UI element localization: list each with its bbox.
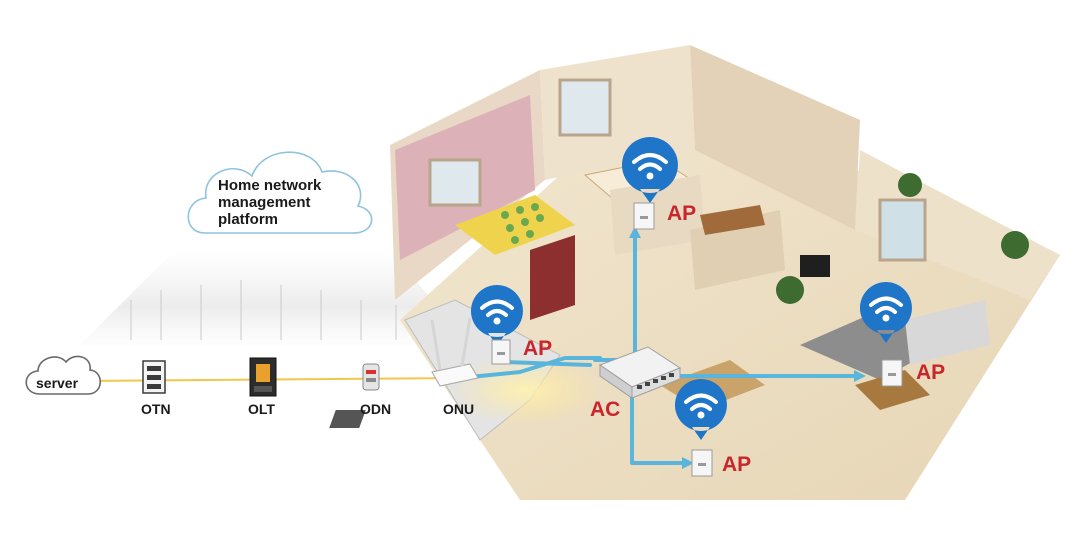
ap-panel-icon [691,449,713,477]
wifi-pin-icon [859,282,912,343]
cloud-icon [187,151,373,234]
otn-icon [142,360,166,394]
ap-panel-icon [633,202,655,230]
cloud-label-line3: platform [218,211,278,228]
odn-label: ODN [360,401,391,417]
onu-glow [450,355,600,425]
wifi-pin-icon [621,137,678,203]
odn-icon [362,363,380,391]
ac-switch-icon [598,346,682,399]
ap-living-label: AP [916,361,945,384]
cloud-icon [25,355,102,395]
server-label: server [36,375,79,391]
ap-bedroom-label: AP [667,202,696,225]
wifi-pin-icon [674,379,727,440]
otn-label: OTN [141,401,171,417]
link-ac-ap-bottom [630,383,690,465]
ap-entry-label: AP [523,337,552,360]
cloud-label-line1: Home network [218,177,322,194]
management-platform-cloud: Home network management platform [187,151,373,234]
ap-bottom-label: AP [722,453,751,476]
onu-router-icon [430,317,479,387]
house-floorplan [329,45,1060,500]
ac-label: AC [590,398,620,421]
olt-icon [249,357,277,397]
ap-panel-icon [881,359,903,387]
ap-panel-icon [491,339,511,365]
cloud-label-line2: management [218,194,311,211]
onu-label: ONU [443,401,474,417]
wifi-pin-icon [470,285,523,346]
olt-label: OLT [248,401,275,417]
platform-beam [80,250,470,345]
server-cloud: server [25,355,102,395]
link-ac-ap-entry [503,360,592,367]
